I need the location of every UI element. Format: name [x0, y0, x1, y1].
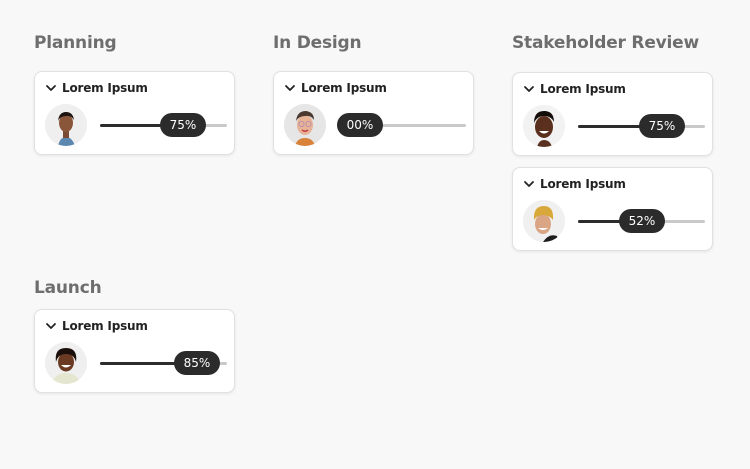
task-card[interactable]: Lorem Ipsum 75% — [512, 72, 713, 156]
chevron-down-icon — [45, 82, 57, 94]
progress-track[interactable] — [100, 362, 227, 365]
progress-handle[interactable]: 85% — [174, 351, 220, 375]
column-heading-stakeholder-review: Stakeholder Review — [512, 33, 699, 53]
progress-handle[interactable]: 75% — [160, 113, 206, 137]
card-title: Lorem Ipsum — [301, 81, 387, 95]
task-card[interactable]: Lorem Ipsum 85% — [34, 309, 235, 393]
avatar — [45, 104, 87, 146]
avatar — [45, 342, 87, 384]
progress-fill — [578, 220, 645, 223]
avatar — [523, 200, 565, 242]
card-collapse-toggle[interactable]: Lorem Ipsum — [523, 176, 626, 192]
card-collapse-toggle[interactable]: Lorem Ipsum — [523, 81, 626, 97]
avatar — [284, 104, 326, 146]
progress-fill — [578, 125, 674, 128]
progress-handle[interactable]: 75% — [639, 114, 685, 138]
progress-fill — [100, 362, 208, 365]
column-heading-in-design: In Design — [273, 33, 362, 53]
column-heading-launch: Launch — [34, 278, 102, 298]
progress-handle[interactable]: 00% — [337, 113, 383, 137]
column-heading-planning: Planning — [34, 33, 117, 53]
chevron-down-icon — [523, 178, 535, 190]
task-card[interactable]: Lorem Ipsum 00% — [273, 71, 474, 155]
card-collapse-toggle[interactable]: Lorem Ipsum — [284, 80, 387, 96]
avatar — [523, 105, 565, 147]
progress-handle[interactable]: 52% — [619, 209, 665, 233]
card-collapse-toggle[interactable]: Lorem Ipsum — [45, 318, 148, 334]
card-title: Lorem Ipsum — [62, 319, 148, 333]
chevron-down-icon — [45, 320, 57, 332]
progress-fill — [100, 124, 196, 127]
card-collapse-toggle[interactable]: Lorem Ipsum — [45, 80, 148, 96]
card-title: Lorem Ipsum — [540, 177, 626, 191]
card-title: Lorem Ipsum — [62, 81, 148, 95]
chevron-down-icon — [523, 83, 535, 95]
task-card[interactable]: Lorem Ipsum 75% — [34, 71, 235, 155]
task-card[interactable]: Lorem Ipsum 52% — [512, 167, 713, 251]
progress-track[interactable] — [339, 124, 466, 127]
chevron-down-icon — [284, 82, 296, 94]
card-title: Lorem Ipsum — [540, 82, 626, 96]
